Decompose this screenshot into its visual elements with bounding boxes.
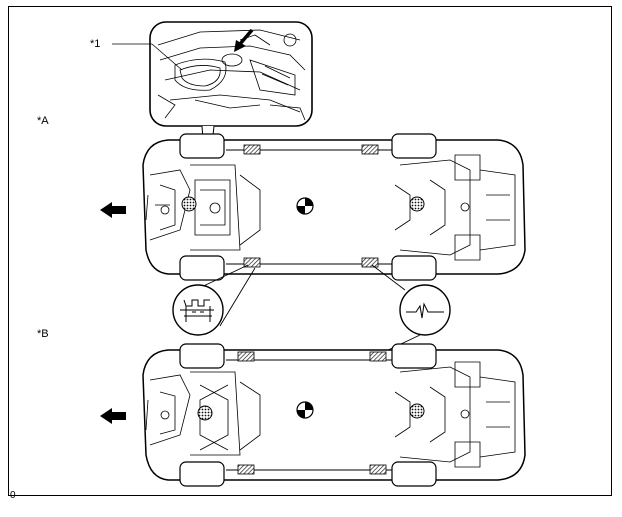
- figure-code: 0: [10, 490, 16, 501]
- lift-pad-b-front-right: [237, 464, 255, 475]
- front-arrow-icon: [100, 202, 126, 218]
- center-of-gravity-icon: [296, 401, 314, 419]
- diagram-frame: [8, 6, 612, 496]
- front-jack-point: [181, 196, 197, 212]
- rear-jack-point: [409, 196, 425, 212]
- vehicle-b-underbody: [142, 343, 526, 487]
- callout-label-1: *1: [90, 38, 101, 50]
- lift-pad-rear-right: [361, 257, 379, 268]
- rear-jack-point-b: [409, 403, 425, 419]
- view-label-a: *A: [37, 115, 49, 127]
- vehicle-a-underbody: [142, 133, 526, 281]
- lift-pad-b-rear-left: [369, 351, 387, 362]
- lift-pad-b-rear-right: [369, 464, 387, 475]
- view-label-b: *B: [37, 328, 49, 340]
- center-of-gravity-icon: [296, 197, 314, 215]
- front-arrow-icon: [100, 408, 126, 424]
- lift-pad-rear-left: [361, 144, 379, 155]
- lift-pad-b-front-left: [237, 351, 255, 362]
- front-jack-point-b: [197, 405, 213, 421]
- lift-pad-front-right: [243, 257, 261, 268]
- lift-pad-front-left: [243, 144, 261, 155]
- pad-detail-left: [172, 264, 256, 336]
